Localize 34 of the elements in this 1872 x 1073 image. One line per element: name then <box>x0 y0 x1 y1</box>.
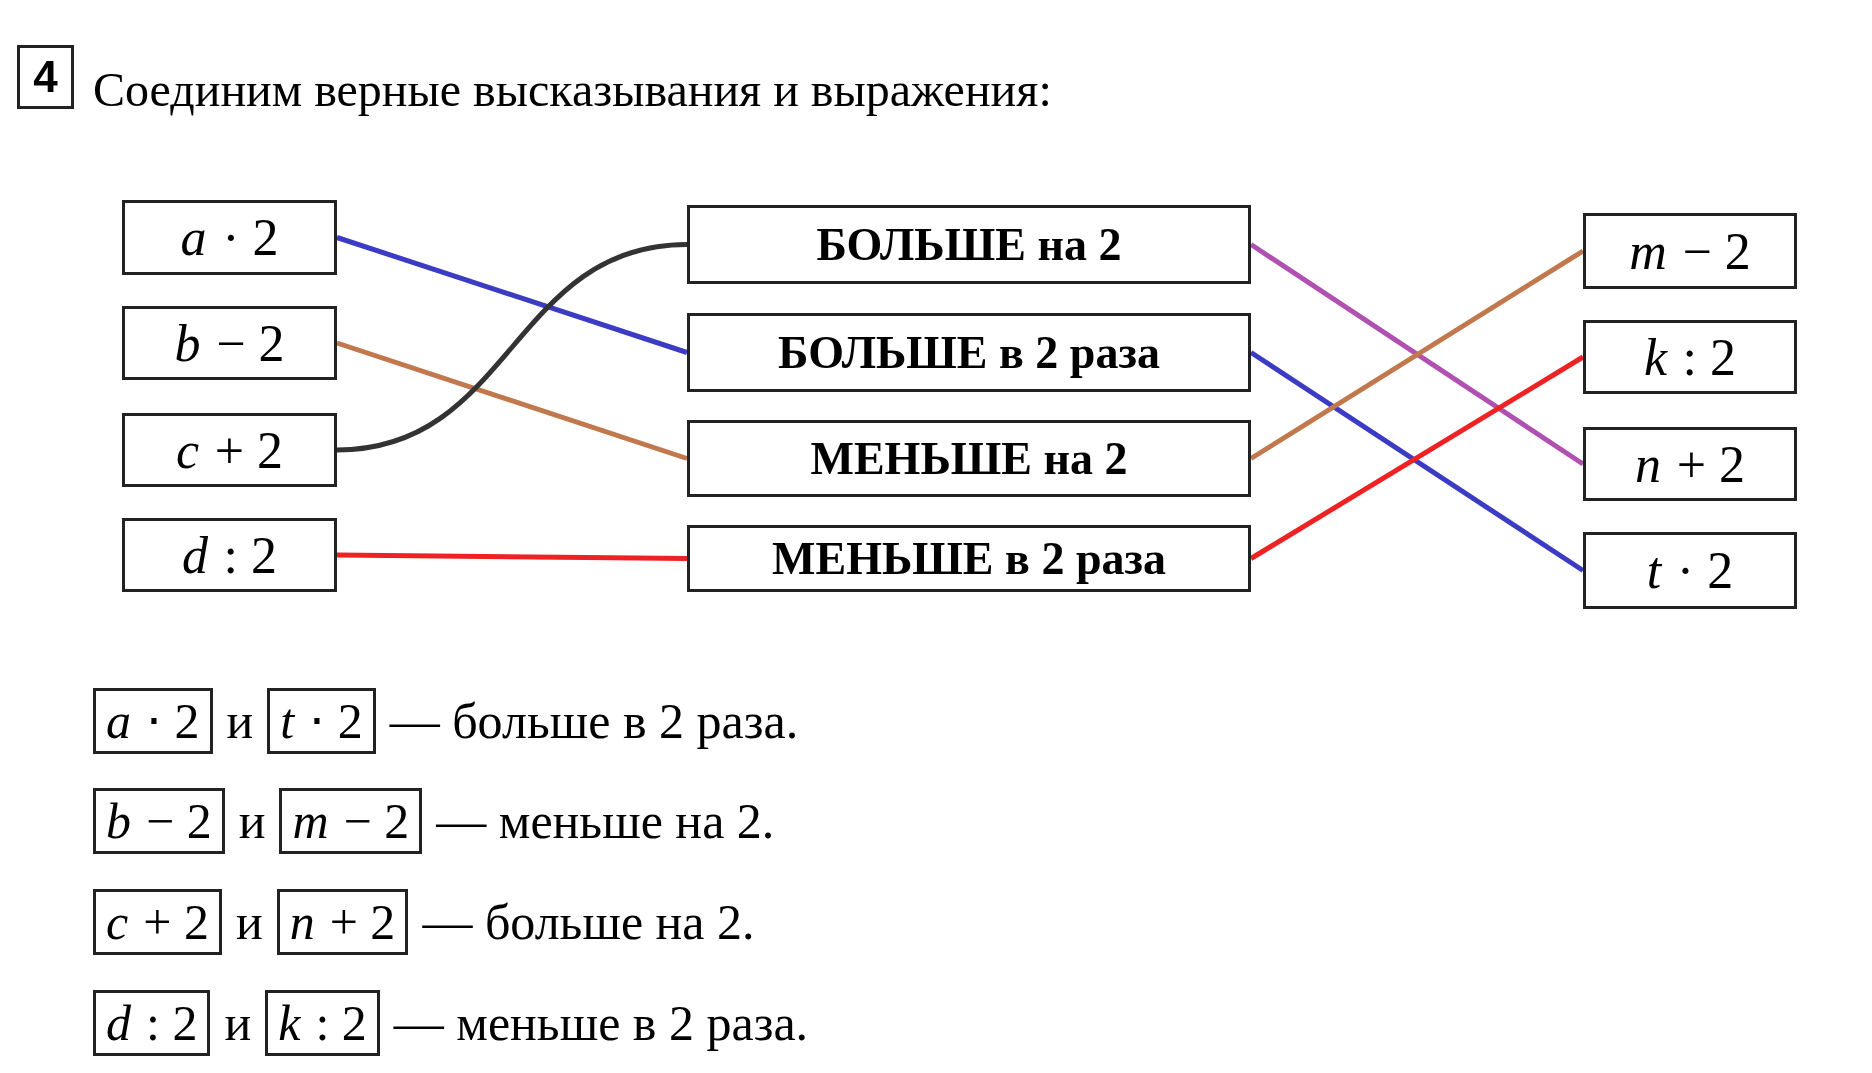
answer-expression-box: t ⋅ 2 <box>267 688 376 754</box>
expression-box: c + 2 <box>122 413 337 487</box>
answer-expression-box: c + 2 <box>93 889 222 955</box>
statement-box: БОЛЬШЕ в 2 раза <box>687 313 1251 392</box>
answer-expression-box: m − 2 <box>279 788 423 854</box>
answer-text: — больше на 2. <box>422 893 755 951</box>
answer-text: — больше в 2 раза. <box>389 692 799 750</box>
conjunction-text: и <box>235 893 263 951</box>
expression-box: k : 2 <box>1583 320 1797 394</box>
connecting-line <box>336 242 688 453</box>
expression-box: n + 2 <box>1583 427 1797 501</box>
answer-expression-box: b − 2 <box>93 788 225 854</box>
task-number: 4 <box>17 45 74 109</box>
answer-text: — меньше в 2 раза. <box>393 994 809 1052</box>
conjunction-text: и <box>224 994 252 1052</box>
answer-expression-box: a ⋅ 2 <box>93 688 213 754</box>
answer-expression-box: d : 2 <box>93 990 211 1056</box>
expression-box: b − 2 <box>122 306 337 380</box>
connecting-line <box>336 552 688 561</box>
conjunction-text: и <box>238 792 266 850</box>
answer-expression-box: n + 2 <box>276 889 409 955</box>
task-title: Соединим верные высказывания и выражения: <box>93 62 1052 117</box>
conjunction-text: и <box>226 692 254 750</box>
statement-box: БОЛЬШЕ на 2 <box>687 205 1251 284</box>
expression-box: a · 2 <box>122 200 337 275</box>
statement-box: МЕНЬШЕ на 2 <box>687 420 1251 497</box>
expression-box: t · 2 <box>1583 532 1797 609</box>
connecting-line <box>336 235 688 355</box>
answer-text: — меньше на 2. <box>436 792 775 850</box>
connecting-line <box>336 340 688 461</box>
expression-box: d : 2 <box>122 518 337 592</box>
statement-box: МЕНЬШЕ в 2 раза <box>687 525 1251 592</box>
answer-expression-box: k : 2 <box>265 990 380 1056</box>
expression-box: m − 2 <box>1583 213 1797 289</box>
